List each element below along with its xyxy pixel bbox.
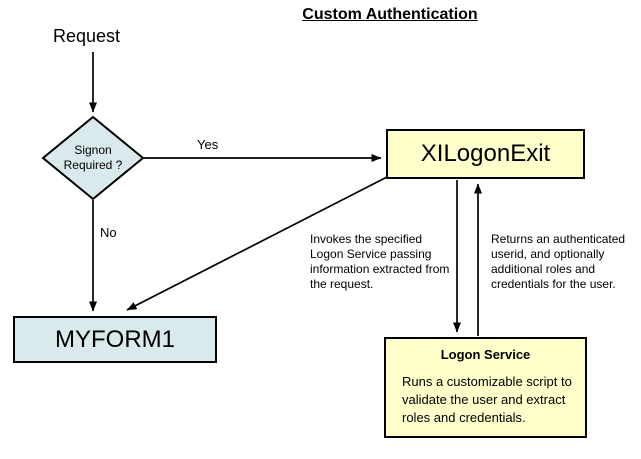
edge-label-no: No [100,225,117,240]
arrow-xilogonexit-to-myform1 [126,176,388,311]
xilogonexit-label: XILogonExit [420,140,551,167]
logon-service-node: Logon Service Runs a customizable script… [384,337,587,438]
invokes-annotation: Invokes the specified Logon Service pass… [310,232,450,291]
returns-annotation: Returns an authenticated userid, and opt… [491,232,626,291]
request-label: Request [53,26,121,46]
decision-diamond [41,115,145,201]
logon-service-body: Runs a customizable script to validate t… [402,374,572,425]
edge-label-yes: Yes [197,137,219,152]
diagram-title: Custom Authentication [302,6,478,23]
decision-label: Signon Required ? [63,143,123,172]
myform1-node: MYFORM1 [13,316,217,363]
logon-service-title: Logon Service [440,347,531,362]
xilogonexit-node: XILogonExit [386,129,585,179]
myform1-label: MYFORM1 [55,325,175,353]
